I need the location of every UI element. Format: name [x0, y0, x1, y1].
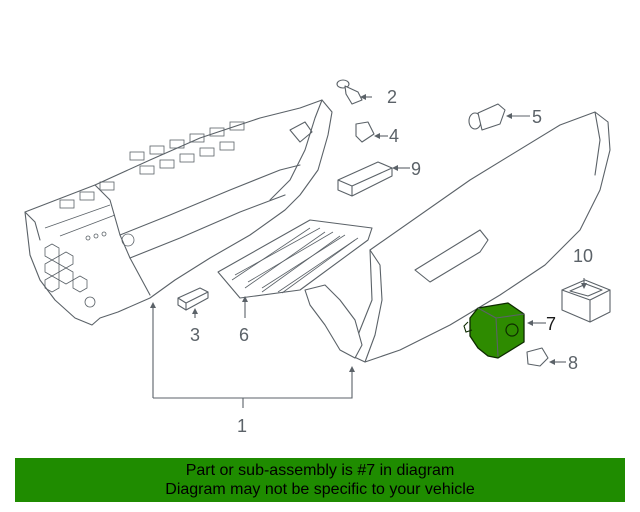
part-3-pad — [177, 287, 209, 311]
banner-line-1: Part or sub-assembly is #7 in diagram — [185, 462, 455, 479]
callout-leaders — [150, 94, 587, 408]
callout-6: 6 — [239, 325, 249, 345]
callout-7: 7 — [546, 314, 556, 334]
callout-1: 1 — [237, 416, 247, 436]
glove-box-housing — [24, 99, 333, 326]
callout-2: 2 — [387, 87, 397, 107]
part-8-plug — [526, 347, 549, 367]
banner-line-2: Diagram may not be specific to your vehi… — [165, 481, 475, 498]
footer-banner: Part or sub-assembly is #7 in diagram Di… — [15, 458, 625, 502]
callout-3: 3 — [190, 325, 200, 345]
glove-box-door — [304, 111, 611, 363]
storage-net — [217, 219, 373, 299]
callout-4: 4 — [389, 126, 399, 146]
part-2-bolt — [336, 79, 363, 105]
callout-5: 5 — [532, 107, 542, 127]
callout-10: 10 — [573, 246, 593, 266]
part-7-highlighted — [463, 302, 525, 359]
part-9-lamp — [337, 161, 393, 197]
part-5-damper — [468, 103, 506, 131]
parts-diagram: 1 2 3 4 5 6 7 8 9 10 — [24, 79, 611, 436]
callout-8: 8 — [568, 353, 578, 373]
part-4-clip — [355, 121, 375, 143]
part-10-switch — [561, 279, 611, 323]
callout-9: 9 — [411, 159, 421, 179]
